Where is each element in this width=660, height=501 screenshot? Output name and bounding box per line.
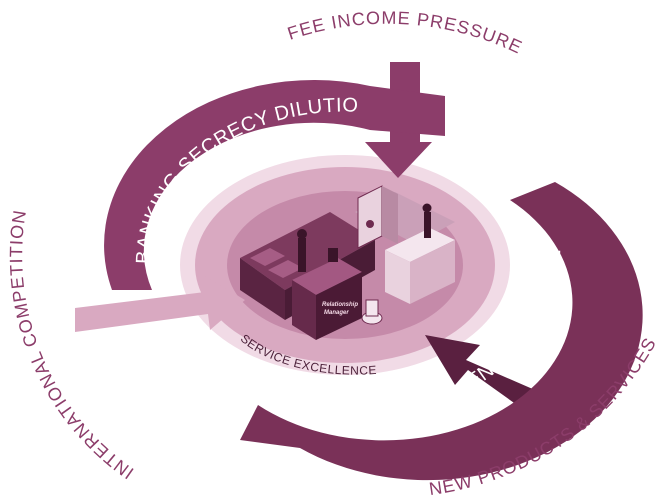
monitor bbox=[328, 248, 338, 262]
counter-scene bbox=[355, 185, 455, 304]
floor-tile bbox=[250, 248, 285, 266]
desk-sign-line2: Manager bbox=[324, 310, 349, 316]
band-banking-secrecy bbox=[104, 80, 446, 290]
outer-label-fee-income: FEE INCOME PRESSURE bbox=[285, 8, 526, 58]
office-chair-back bbox=[365, 299, 379, 317]
office-wall-left bbox=[240, 258, 285, 320]
teller-head bbox=[422, 203, 432, 213]
manager-desk-front bbox=[316, 272, 362, 340]
vault-side bbox=[382, 186, 398, 244]
manager-head bbox=[297, 229, 307, 239]
vault-dial bbox=[366, 220, 374, 228]
band-changing-client bbox=[240, 182, 643, 481]
left-inbound-arrow bbox=[75, 276, 245, 332]
service-counter-top bbox=[385, 228, 455, 262]
office-scene: Relationship Manager bbox=[240, 212, 383, 340]
teller-person bbox=[424, 212, 431, 238]
service-counter-front bbox=[410, 240, 455, 304]
service-counter-side bbox=[385, 250, 410, 304]
manager-desk-top bbox=[292, 258, 362, 295]
manager-person bbox=[298, 238, 306, 272]
desk-sign-line1: Relationship bbox=[322, 302, 358, 308]
floor-tile bbox=[268, 260, 303, 278]
manager-desk-side bbox=[292, 280, 316, 340]
